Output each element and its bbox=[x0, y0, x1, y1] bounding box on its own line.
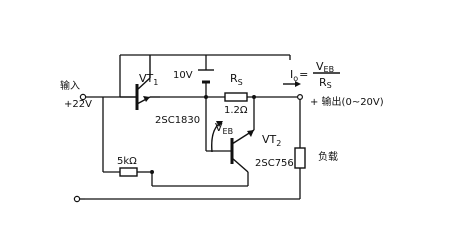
vt1-emitter-arrow bbox=[143, 96, 150, 102]
r5k-resistor bbox=[119, 167, 138, 177]
ground-terminal bbox=[73, 195, 81, 203]
rs-resistor bbox=[224, 92, 248, 102]
rs-value: 1.2Ω bbox=[224, 105, 248, 116]
output-label: + 输出(0~20V) bbox=[310, 95, 384, 108]
veb-arrowhead bbox=[216, 121, 223, 127]
vt2-name: VT2 bbox=[262, 133, 281, 148]
load-resistor bbox=[294, 147, 306, 169]
vt2-emitter-arrow bbox=[247, 130, 254, 137]
vt2-model: 2SC756 bbox=[255, 158, 294, 169]
input-label: 输入 bbox=[60, 79, 80, 92]
battery bbox=[198, 69, 214, 84]
rs-name: RS bbox=[230, 72, 243, 87]
junction-rs-right bbox=[252, 95, 256, 99]
io-arrowhead bbox=[295, 81, 301, 87]
wires bbox=[85, 54, 301, 200]
output-current-formula: Io= VEB RS bbox=[290, 60, 340, 90]
r5k-value: 5kΩ bbox=[117, 156, 137, 167]
vt2-collector-lead bbox=[231, 157, 249, 173]
formula-denominator: RS bbox=[319, 76, 332, 90]
circuit-schematic: 输入 +22V VT1 2SC1830 10V RS 1.2Ω VEB VT2 … bbox=[60, 54, 384, 203]
formula-numerator: VEB bbox=[316, 60, 334, 74]
battery-value: 10V bbox=[173, 70, 193, 81]
junction-emitter bbox=[204, 95, 208, 99]
vt1-name: VT1 bbox=[139, 72, 158, 87]
formula-lhs: Io= bbox=[290, 68, 308, 83]
junction-5k bbox=[150, 170, 154, 174]
input-terminal bbox=[79, 93, 87, 101]
vt2-transistor bbox=[230, 129, 255, 173]
vt1-model: 2SC1830 bbox=[155, 115, 200, 126]
vt1-collector-lead bbox=[136, 77, 151, 91]
veb-label: VEB bbox=[215, 121, 233, 136]
nodes bbox=[73, 93, 304, 203]
input-voltage-label: +22V bbox=[64, 99, 92, 110]
vt1-transistor bbox=[120, 55, 160, 110]
load-label: 负载 bbox=[318, 150, 338, 163]
output-terminal bbox=[297, 93, 304, 100]
